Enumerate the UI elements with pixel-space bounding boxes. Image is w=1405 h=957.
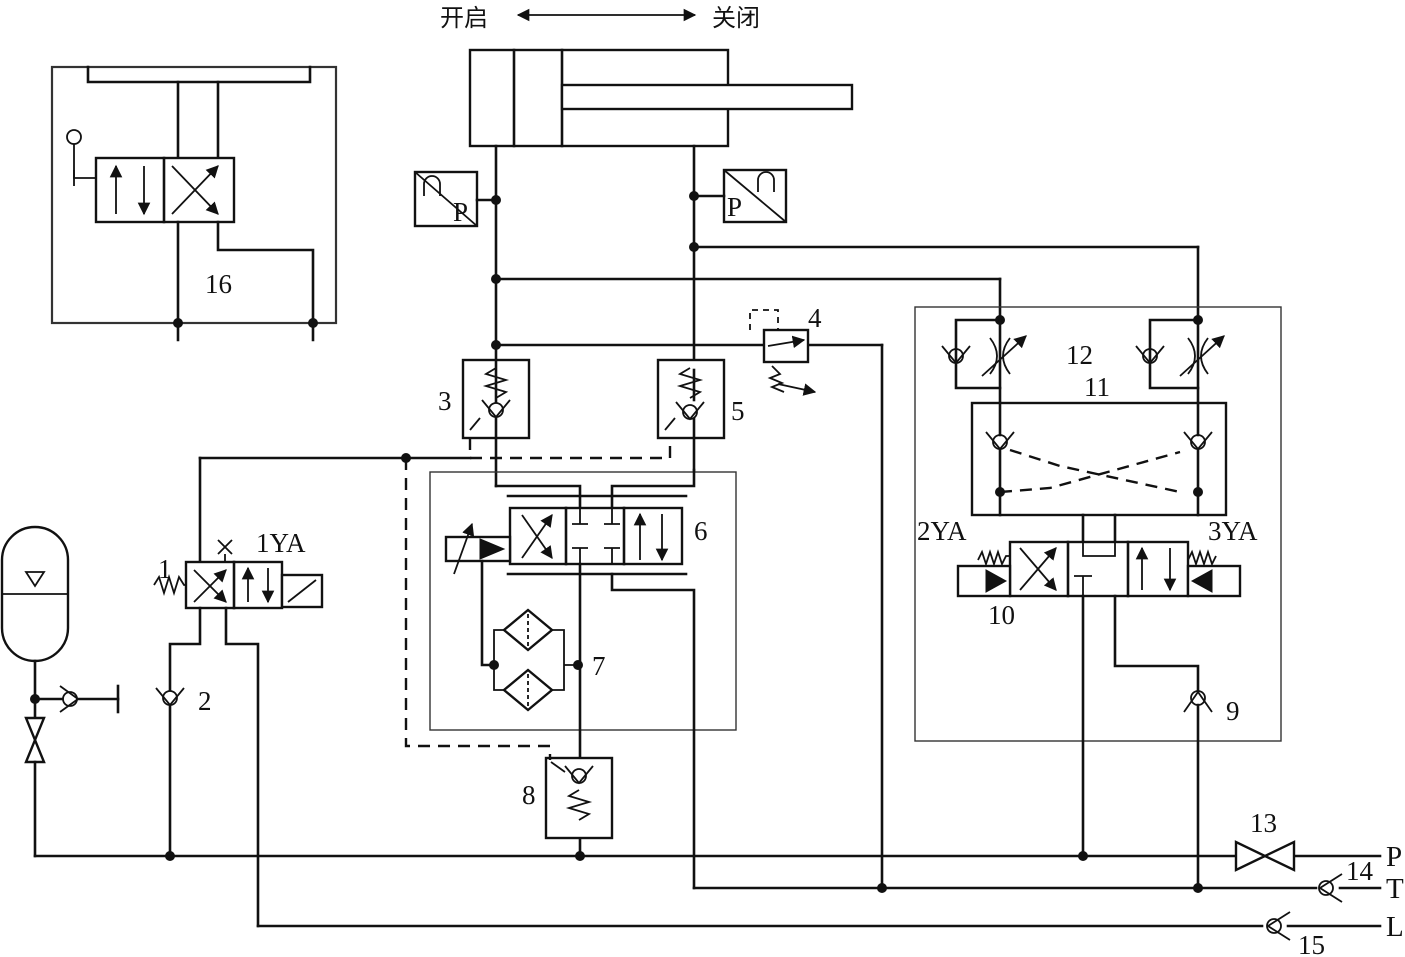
solenoid-valve-1: 1 1YA [153, 453, 472, 928]
label-12: 12 [1066, 340, 1093, 370]
pressure-switch-left-label: P [453, 197, 468, 227]
pressure-switch-right-label: P [727, 192, 742, 222]
frame-right-block [914, 306, 1282, 742]
relief-valve-4: 4 [749, 303, 822, 396]
hydraulic-cylinder [468, 48, 854, 148]
label-15: 15 [1298, 930, 1325, 957]
label-9: 9 [1226, 696, 1240, 726]
hydraulic-lock-11 [970, 401, 1228, 517]
frame-valve-6-filter-7 [429, 471, 737, 731]
label-1: 1 [158, 554, 172, 584]
pilot-check-valve-3: 3 [438, 343, 531, 488]
label-7: 7 [592, 651, 606, 681]
throttle-check-valve-12-right [1135, 315, 1225, 432]
label-4: 4 [808, 303, 822, 333]
check-valve-9: 9 [1183, 690, 1240, 890]
pressure-switch-right: P [692, 168, 788, 224]
label-2: 2 [198, 686, 212, 716]
directional-valve-10: 2YA 3YA 10 [917, 516, 1258, 630]
label-5: 5 [731, 396, 745, 426]
label-16: 16 [205, 269, 232, 299]
direction-indicator: 开启 关闭 [440, 4, 760, 32]
pressure-switch-left: P [413, 170, 498, 228]
label-2ya: 2YA [917, 516, 967, 546]
label-6: 6 [694, 516, 708, 546]
label-1ya: 1YA [256, 528, 306, 558]
label-3: 3 [438, 386, 452, 416]
close-label: 关闭 [712, 4, 760, 32]
check-valve-8: 8 [522, 756, 614, 840]
check-valve-2: 2 [155, 686, 212, 858]
open-label: 开启 [440, 4, 488, 32]
port-t-label: T [1386, 873, 1404, 905]
stop-valve-13: 13 [1234, 808, 1296, 872]
label-8: 8 [522, 780, 536, 810]
label-11: 11 [1084, 372, 1110, 402]
directional-valve-6: 6 [444, 506, 708, 576]
pilot-check-valve-5: 5 [656, 358, 745, 472]
label-13: 13 [1250, 808, 1277, 838]
port-p-label: P [1386, 841, 1402, 873]
filter-7: 7 [489, 608, 606, 712]
port-l-label: L [1386, 911, 1404, 943]
check-valve-15: 15 [1266, 911, 1325, 957]
label-3ya: 3YA [1208, 516, 1258, 546]
inset-manual-valve-16: 16 [50, 65, 338, 342]
check-valve-14: 14 [1318, 856, 1374, 903]
label-14: 14 [1346, 856, 1374, 886]
label-10: 10 [988, 600, 1015, 630]
accumulator [0, 525, 120, 858]
